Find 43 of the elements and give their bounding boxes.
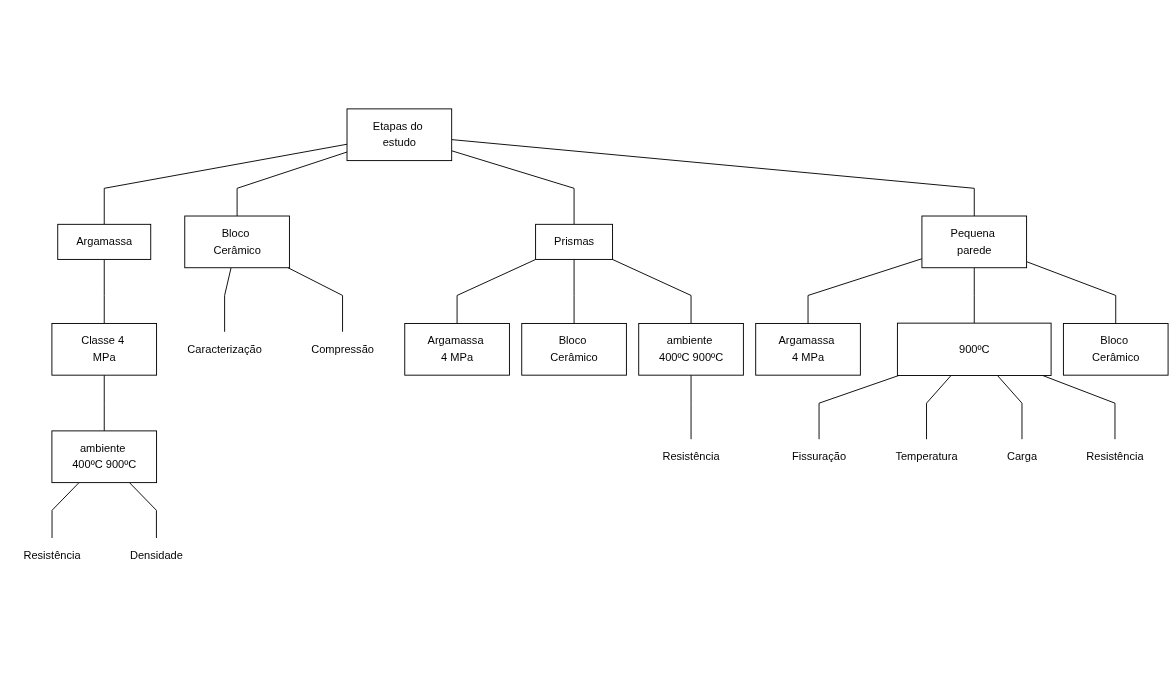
node-text: Temperatura (895, 450, 958, 463)
connector (236, 151, 348, 217)
connector (103, 143, 348, 225)
connector (456, 258, 537, 324)
connector (103, 258, 105, 324)
node-box: Etapas do estudo (346, 108, 453, 162)
connector (129, 482, 157, 539)
node-box: Bloco Cerâmico (184, 215, 290, 269)
node-text: Resistência (1086, 450, 1144, 463)
node-text: Densidade (129, 549, 183, 562)
node-box: Classe 4 MPa (51, 323, 158, 376)
node-box: Prismas (535, 223, 613, 260)
node-text: Resistência (662, 450, 720, 463)
node-box: Bloco Cerâmico (521, 323, 627, 376)
connector (973, 267, 975, 324)
node-box: Pequena parede (921, 215, 1028, 269)
node-box: ambiente 400ºC 900ºC (638, 323, 744, 376)
connector (1042, 375, 1116, 440)
connector (224, 267, 232, 333)
node-box: Argamassa (57, 223, 152, 260)
node-box: Argamassa 4 MPa (404, 323, 510, 376)
node-text: Caracterização (187, 342, 262, 356)
node-box: ambiente 400ºC 900ºC (51, 430, 158, 484)
connector (103, 374, 105, 432)
node-text: Fissuração (791, 450, 847, 463)
connector (451, 150, 575, 225)
connector (807, 258, 923, 324)
node-text: Resistência (23, 549, 81, 562)
connector (287, 267, 343, 333)
node-text: Compressão (311, 342, 374, 356)
connector (818, 375, 900, 440)
connector (451, 139, 975, 217)
connector (690, 374, 692, 440)
connector (926, 375, 952, 440)
node-box: Bloco Cerâmico (1062, 323, 1169, 376)
node-box: Argamassa 4 MPa (755, 323, 861, 376)
connector (573, 258, 575, 324)
connector (1026, 261, 1117, 324)
connector (611, 258, 692, 324)
connector (51, 482, 80, 539)
node-text: Carga (1006, 450, 1038, 463)
connector (997, 375, 1023, 440)
node-box: 900ºC (896, 322, 1052, 376)
